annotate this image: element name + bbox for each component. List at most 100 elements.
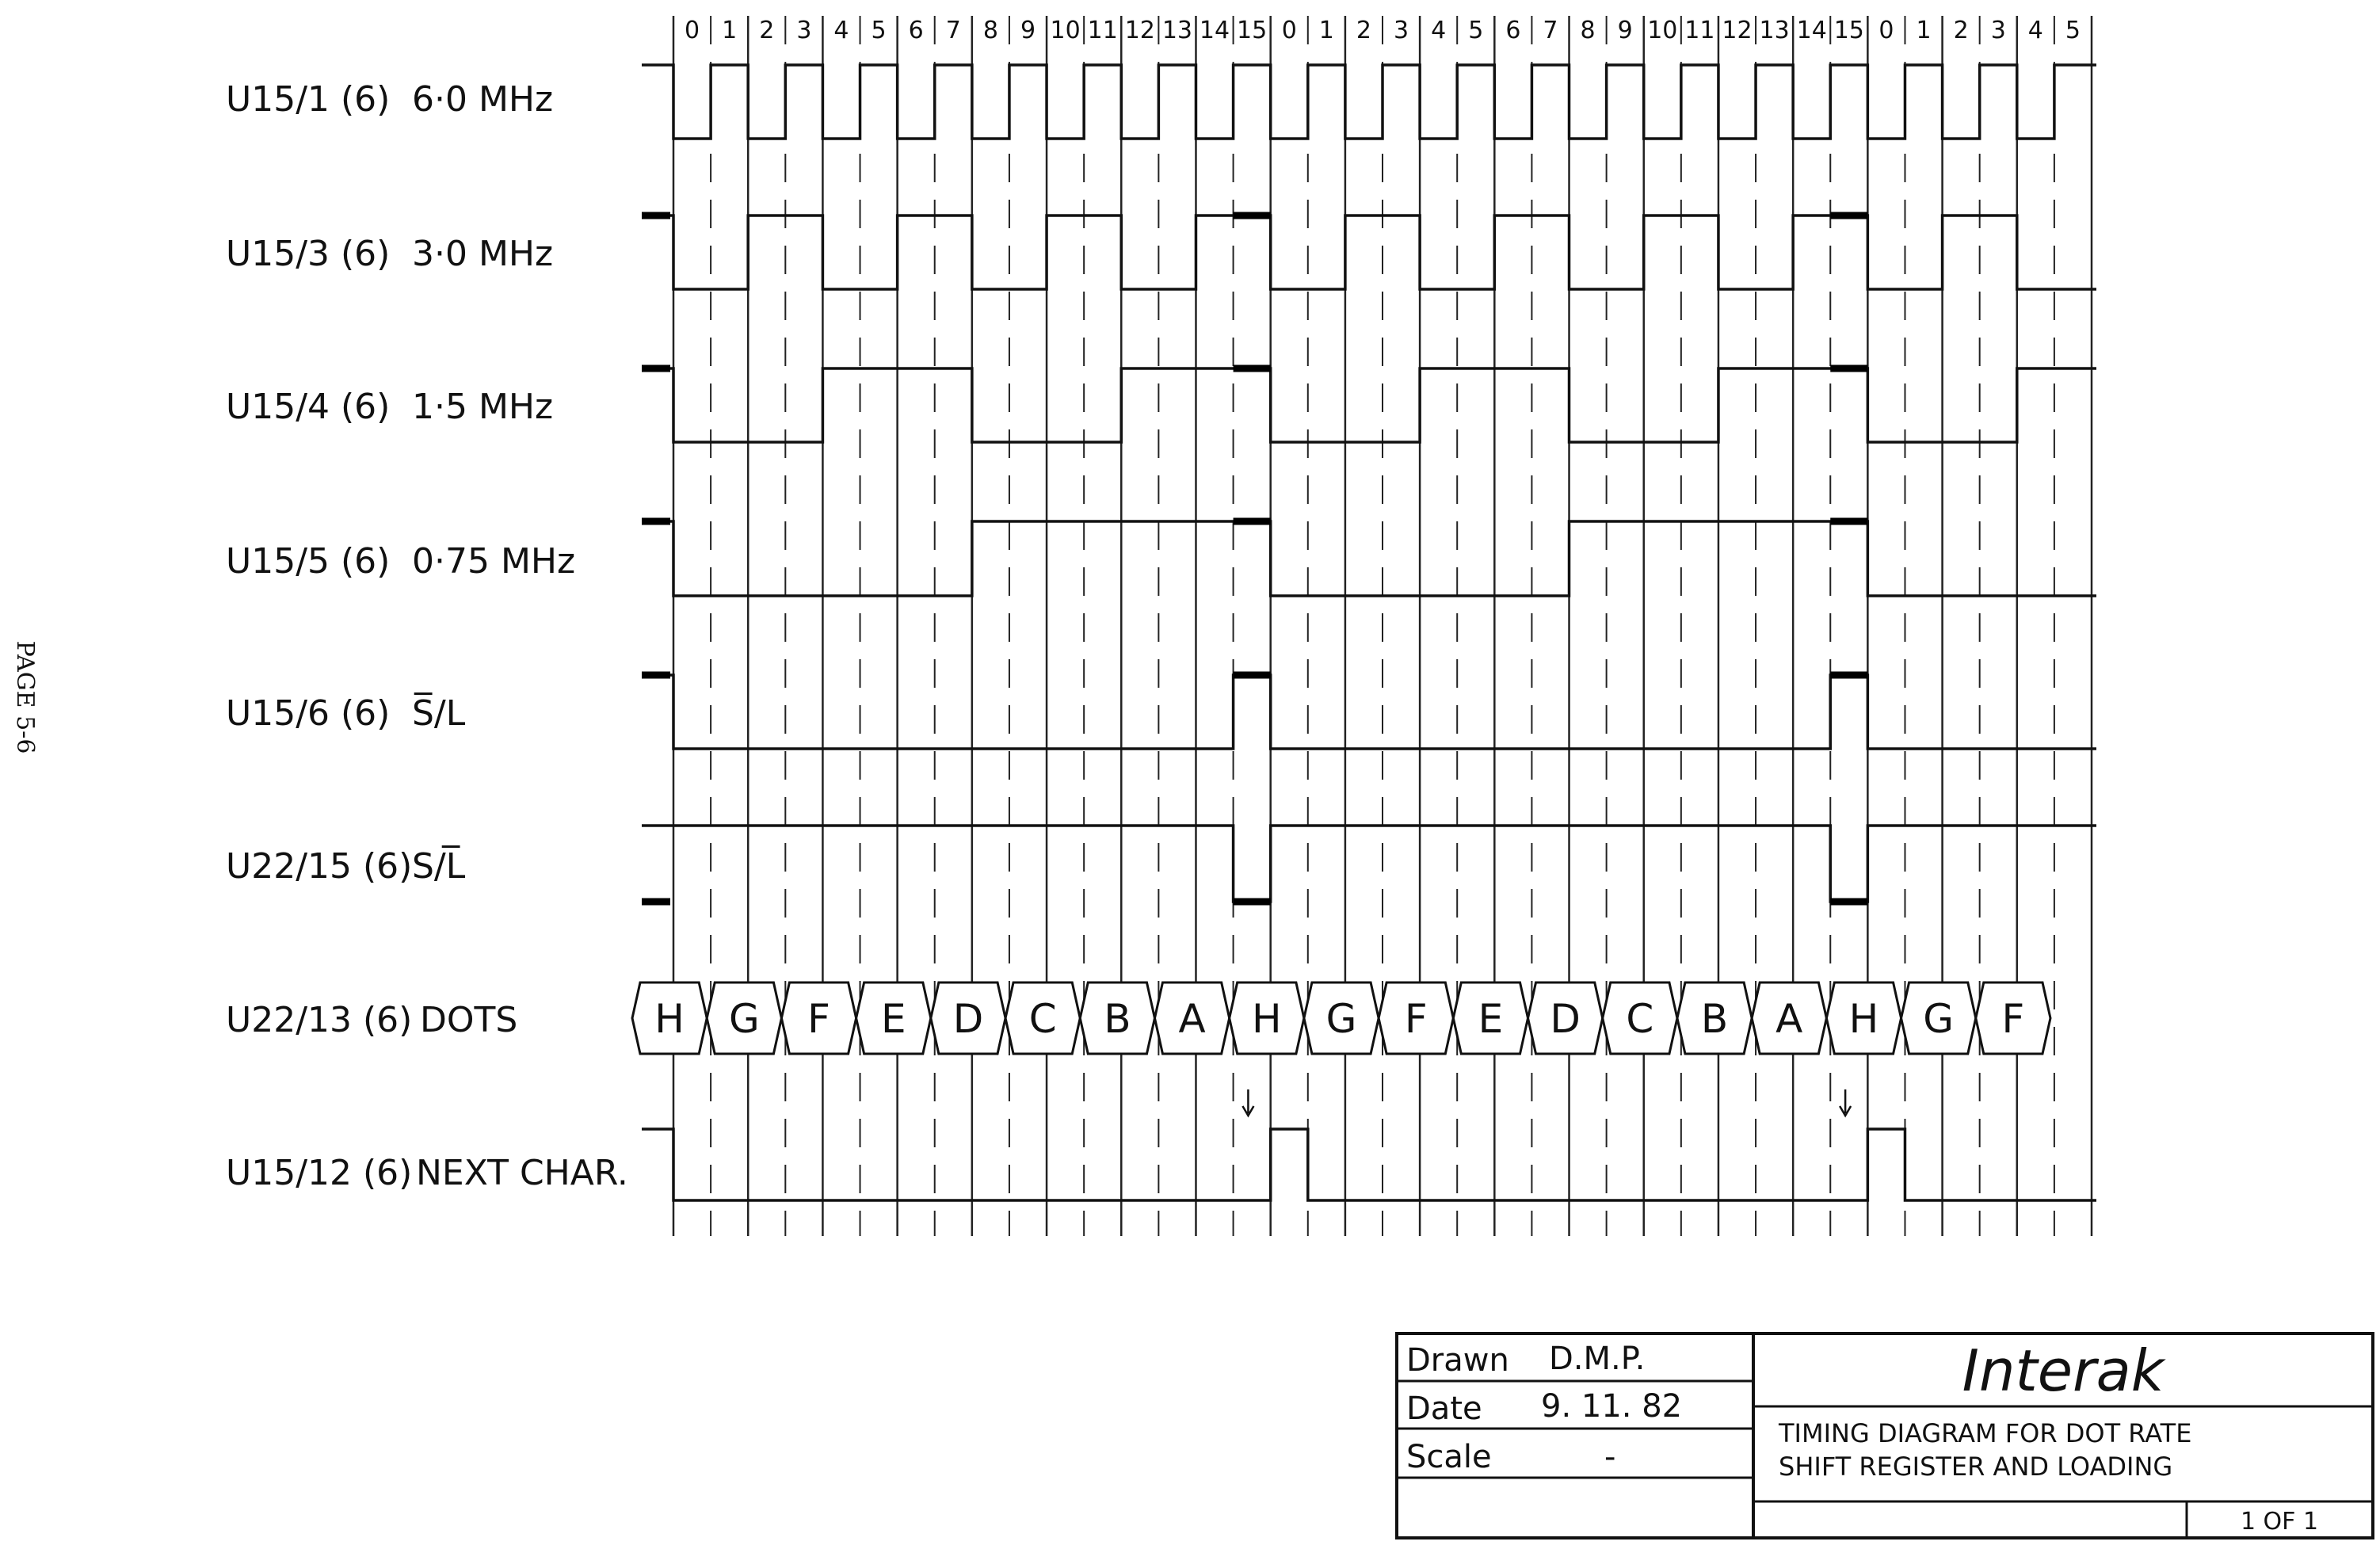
tick-label: 4 — [2028, 17, 2043, 44]
signal-desc-next-char: NEXT CHAR. — [416, 1153, 628, 1193]
dot-letter: C — [1626, 996, 1653, 1042]
tick-label: 9 — [1020, 17, 1036, 44]
signal-name-0-75mhz: U15/5 (6) — [226, 541, 390, 582]
tick-label: 13 — [1162, 17, 1192, 44]
waveform-4 — [642, 517, 2096, 597]
waveform-trace — [642, 673, 2096, 750]
signal-name-6mhz: U15/1 (6) — [226, 79, 390, 120]
signal-name-dots: U22/13 (6) — [226, 1000, 412, 1040]
tick-label: 14 — [1200, 17, 1230, 44]
signal-desc-1-5mhz: 1·5 MHz — [412, 387, 553, 427]
waveform-6 — [642, 824, 2096, 906]
waveform-8 — [642, 1089, 2096, 1202]
tick-label: 0 — [685, 17, 700, 44]
dot-letter: E — [881, 996, 906, 1042]
trigger-arrow-icon — [1839, 1089, 1852, 1118]
waveform-trace — [642, 824, 2096, 903]
dot-letter: G — [1923, 996, 1954, 1042]
tick-label: 15 — [1237, 17, 1267, 44]
title-block: Drawn D.M.P. Date 9. 11. 82 Scale - Inte… — [1395, 1332, 2374, 1539]
drawn-label: Drawn — [1406, 1342, 1509, 1379]
company-name: Interak — [1962, 1337, 2167, 1404]
dot-letter: B — [1701, 996, 1728, 1042]
drawing-title-line-2: SHIFT REGISTER AND LOADING — [1779, 1452, 2172, 1482]
dot-letter: F — [2002, 996, 2025, 1042]
tick-label: 5 — [1468, 17, 1483, 44]
waveform-trace — [642, 1127, 2096, 1202]
tick-label: 12 — [1125, 17, 1155, 44]
scale-value: - — [1604, 1439, 1615, 1475]
tick-label: 11 — [1684, 17, 1714, 44]
waveform-trace — [642, 367, 2096, 444]
dot-letter: H — [1252, 996, 1282, 1042]
signal-desc-s-load-bar: S/L̅ — [412, 844, 466, 887]
signal-name-shift-load: U15/6 (6) — [226, 693, 390, 734]
signal-name-1-5mhz: U15/4 (6) — [226, 387, 390, 427]
tick-label: 4 — [1431, 17, 1446, 44]
tick-label: 7 — [1543, 17, 1558, 44]
tick-label: 0 — [1282, 17, 1297, 44]
tick-label: 3 — [1394, 17, 1409, 44]
waveform-5 — [642, 671, 2096, 750]
waveform-1 — [642, 63, 2096, 140]
tick-label: 6 — [909, 17, 924, 44]
tick-label: 1 — [1916, 17, 1931, 44]
title-block-frame — [1395, 1332, 2374, 1539]
tick-label: 13 — [1760, 17, 1790, 44]
dot-letter: A — [1178, 996, 1205, 1042]
tick-label: 11 — [1088, 17, 1118, 44]
waveform-trace — [642, 520, 2096, 597]
date-label: Date — [1406, 1391, 1482, 1427]
dot-letter: G — [1326, 996, 1357, 1042]
tick-label: 7 — [946, 17, 961, 44]
tick-label: 5 — [872, 17, 887, 44]
dot-letter: B — [1104, 996, 1131, 1042]
tick-label: 6 — [1505, 17, 1520, 44]
tick-label: 10 — [1051, 17, 1081, 44]
dot-letter: C — [1029, 996, 1057, 1042]
signal-name-next-char: U15/12 (6) — [226, 1153, 412, 1193]
scale-label: Scale — [1406, 1439, 1492, 1475]
tick-label: 2 — [1356, 17, 1371, 44]
tick-label: 12 — [1722, 17, 1752, 44]
tick-label: 3 — [1991, 17, 2006, 44]
tick-label: 5 — [2065, 17, 2081, 44]
dot-letter: A — [1775, 996, 1802, 1042]
signal-name-3mhz: U15/3 (6) — [226, 234, 390, 274]
signal-desc-0-75mhz: 0·75 MHz — [412, 541, 575, 582]
drawing-title-line-1: TIMING DIAGRAM FOR DOT RATE — [1778, 1418, 2191, 1448]
tick-label: 2 — [759, 17, 774, 44]
signal-desc-6mhz: 6·0 MHz — [412, 79, 553, 120]
signal-desc-3mhz: 3·0 MHz — [412, 234, 553, 274]
signal-name-s-load-bar: U22/15 (6) — [226, 846, 412, 887]
waveform-3 — [642, 364, 2096, 444]
date-value: 9. 11. 82 — [1541, 1388, 1682, 1425]
tick-label: 2 — [1954, 17, 1969, 44]
tick-label: 10 — [1647, 17, 1677, 44]
dot-letter: F — [1405, 996, 1428, 1042]
tick-label: 14 — [1797, 17, 1827, 44]
dot-letter: D — [1550, 996, 1581, 1042]
page-label: PAGE 5-6 — [11, 641, 39, 754]
signal-desc-shift-load: S̅/L — [412, 691, 466, 734]
drawn-value: D.M.P. — [1549, 1341, 1645, 1377]
dot-letter: E — [1478, 996, 1504, 1042]
dot-letter: H — [654, 996, 685, 1042]
waveform-2 — [642, 212, 2096, 291]
tick-label: 4 — [833, 17, 849, 44]
dot-letter: H — [1849, 996, 1879, 1042]
tick-label: 8 — [983, 17, 998, 44]
tick-label: 9 — [1618, 17, 1633, 44]
waveform-trace — [642, 63, 2096, 140]
tick-label: 1 — [722, 17, 737, 44]
signal-desc-dots: DOTS — [420, 1000, 517, 1040]
dot-letter: F — [807, 996, 830, 1042]
dot-cell — [1974, 981, 2052, 1055]
trigger-arrow-icon — [1241, 1089, 1255, 1118]
tick-label: 0 — [1878, 17, 1894, 44]
tick-label: 15 — [1834, 17, 1864, 44]
